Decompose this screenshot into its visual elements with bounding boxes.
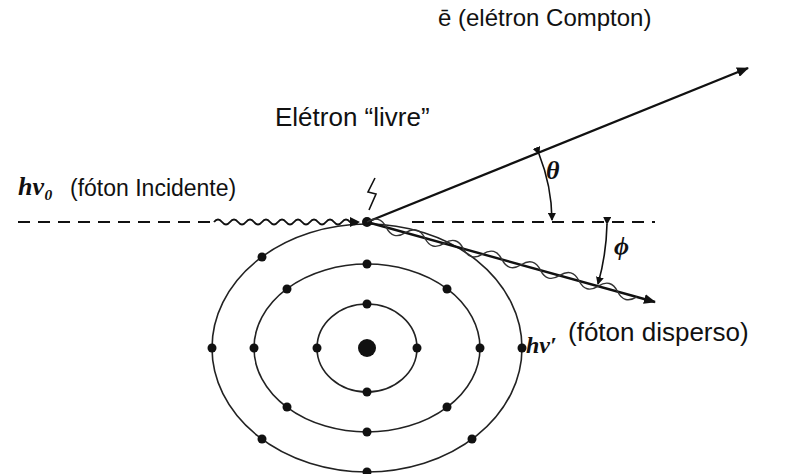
photon-symbol: hν′ [526,332,557,360]
phi-arc [598,224,607,284]
photon-symbol: hν₀ [18,172,53,202]
atom-orbits [212,224,522,472]
photon-label: (fóton disperso) [568,318,749,348]
reference-line [18,221,214,223]
incident-wave [214,217,360,227]
interaction-mark [368,178,376,210]
angle-symbol: ϕ [614,232,629,262]
electron-label: Elétron “livre” [275,103,430,133]
scattered-photon-line [367,222,655,302]
photon-label: (fóton Incidente) [70,175,236,201]
reference-line [412,221,655,223]
electron-track [367,68,748,222]
scattered-wave [366,217,639,302]
particle-label: ē (elétron Compton) [438,4,651,32]
angle-symbol: θ [546,156,560,186]
